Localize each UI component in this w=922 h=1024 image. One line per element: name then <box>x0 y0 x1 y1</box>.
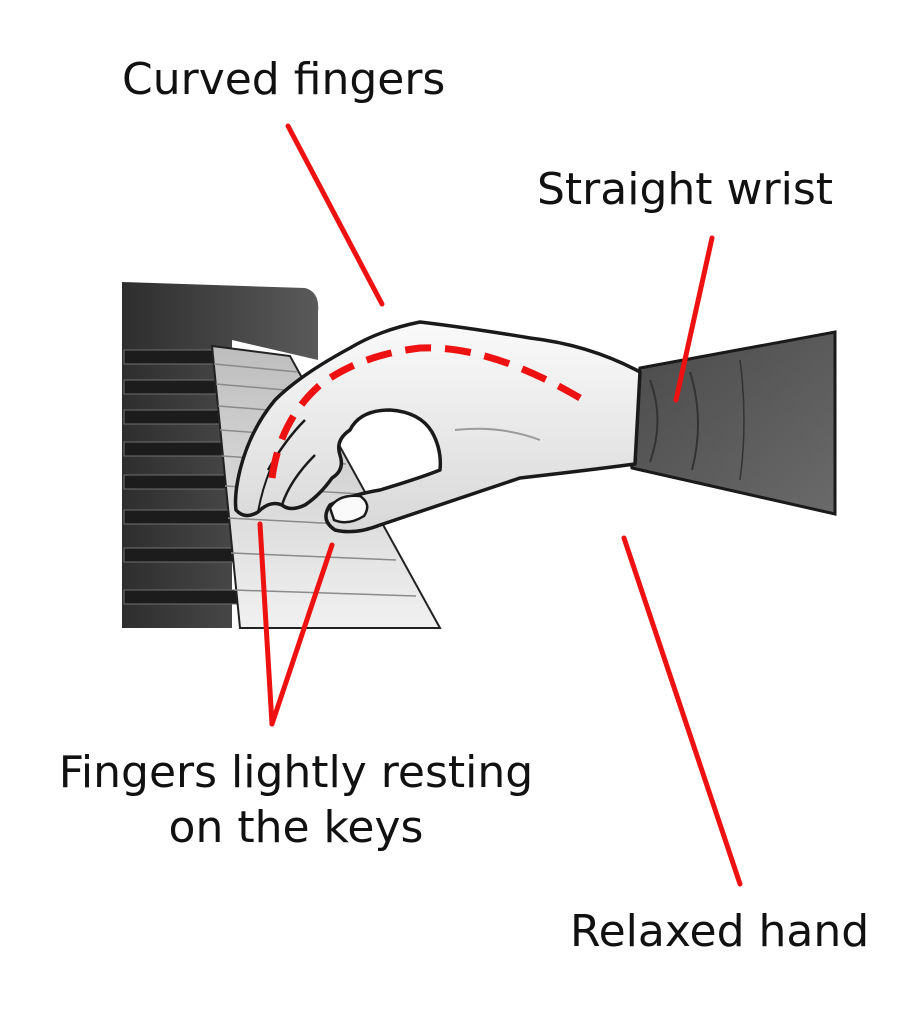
pointer-straight-wrist <box>673 235 715 403</box>
pointer-lines <box>257 123 743 887</box>
label-fingers-resting: Fingers lightly resting on the keys <box>36 745 556 855</box>
pointer-relaxed-hand <box>621 535 743 887</box>
pointer-resting-right <box>269 542 335 727</box>
label-fingers-resting-line2: on the keys <box>168 802 424 853</box>
label-relaxed-hand: Relaxed hand <box>570 906 870 957</box>
sleeve <box>626 330 837 516</box>
label-curved-fingers: Curved fingers <box>122 54 446 105</box>
label-fingers-resting-line1: Fingers lightly resting <box>58 747 534 798</box>
black-keys <box>123 349 240 605</box>
label-straight-wrist: Straight wrist <box>537 164 833 215</box>
pointer-curved-fingers <box>285 123 385 307</box>
pointer-resting-left <box>257 521 275 727</box>
thumbnail <box>328 494 369 524</box>
finger-curve-dashes <box>268 344 582 479</box>
